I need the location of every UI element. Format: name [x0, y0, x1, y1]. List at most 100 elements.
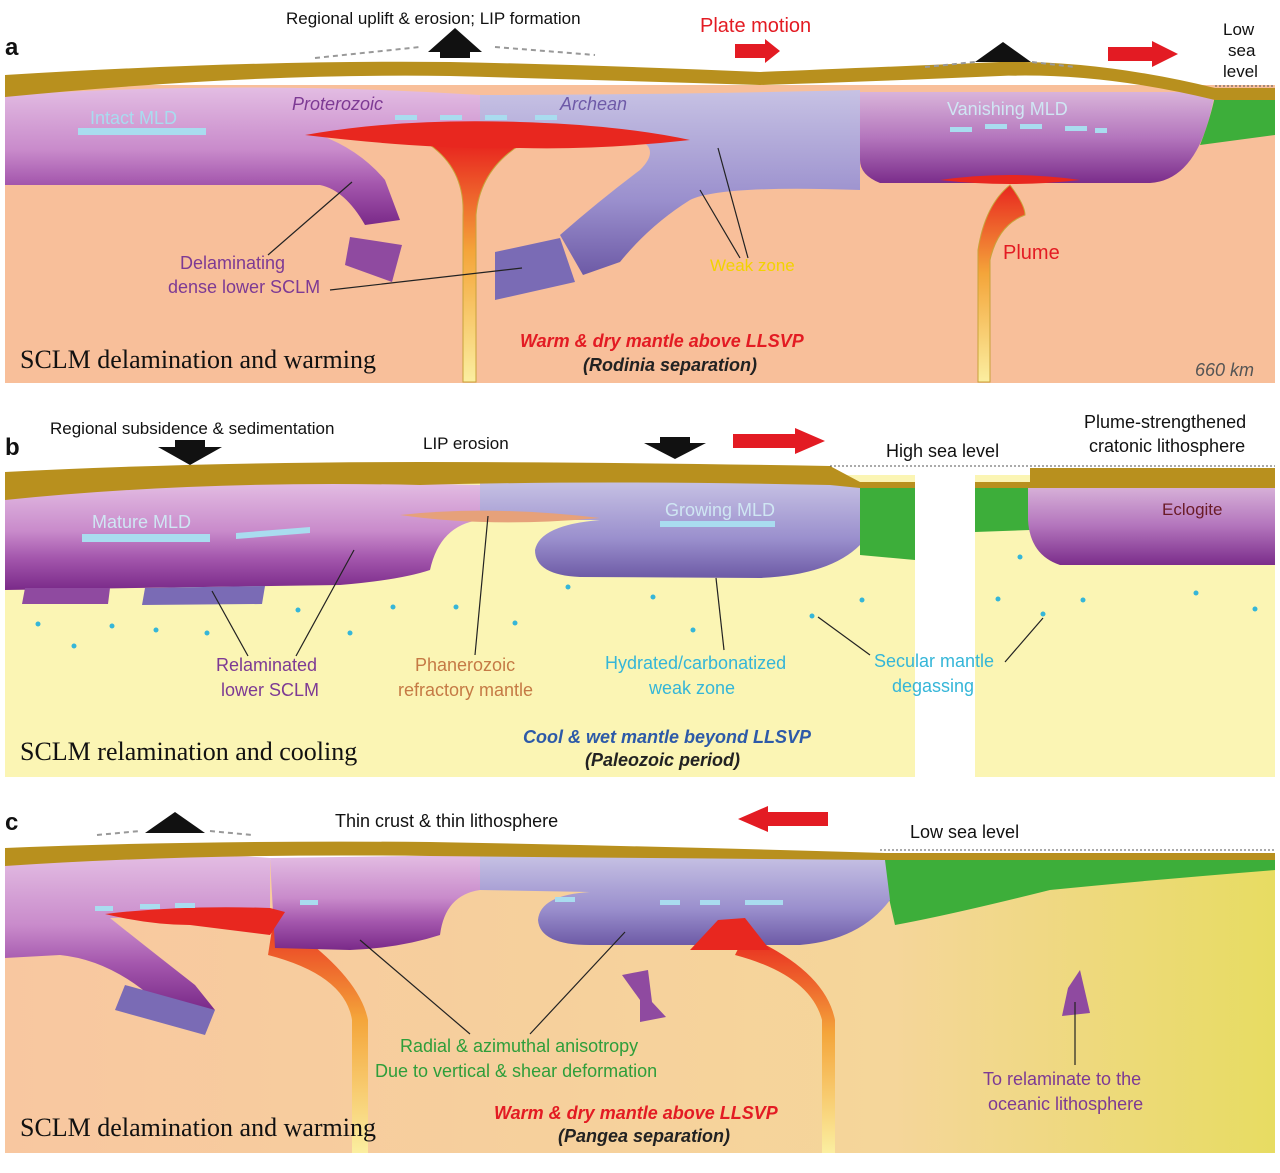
panel-c-caption: SCLM delamination and warming — [20, 1113, 376, 1142]
panel-a-weak-zone: Weak zone — [710, 256, 795, 275]
panel-a-proterozoic-lithosphere — [5, 87, 480, 225]
panel-c-low-sea: Low sea level — [910, 822, 1019, 842]
panel-b-secular-2: degassing — [892, 676, 974, 696]
panel-b-hydrated-2: weak zone — [648, 678, 735, 698]
panel-c-plate-arrow — [738, 806, 828, 832]
panel-b-mantle-1: Cool & wet mantle beyond LLSVP — [523, 727, 812, 747]
panel-b-archean-lithosphere — [480, 480, 860, 578]
panel-a-mld-dashes — [395, 115, 1107, 133]
panel-c-left-lithosphere — [5, 855, 270, 1010]
panel-a-low-sea-1: Low — [1223, 20, 1255, 39]
panel-b-plume-strength-1: Plume-strengthened — [1084, 412, 1246, 432]
panel-c-leaders — [359, 931, 1076, 1065]
panel-b-subsidence-arrow — [158, 440, 222, 465]
panel-c-thin-crust: Thin crust & thin lithosphere — [335, 811, 558, 831]
panel-c-dash-right — [209, 830, 253, 836]
panel-c-mid-lithosphere — [270, 855, 480, 950]
panel-b-lip-erosion: LIP erosion — [423, 434, 509, 453]
panel-c: c Thin crust & thin lithosphere Low sea … — [5, 806, 1275, 1153]
panel-a-delaminating-block-1 — [345, 237, 402, 282]
panel-b-subsidence-arrow-2 — [644, 437, 706, 459]
panel-a-leaders — [267, 147, 749, 291]
panel-a-plume: Plume — [1003, 242, 1060, 264]
panel-c-radial-1: Radial & azimuthal anisotropy — [400, 1036, 638, 1056]
panel-c-mantle-1: Warm & dry mantle above LLSVP — [494, 1103, 779, 1123]
panel-b-high-sea: High sea level — [886, 441, 999, 461]
panel-b-crust-right — [975, 468, 1275, 488]
panel-a-intact-mld: Intact MLD — [90, 108, 177, 128]
panel-b: b Regional subsidence & sedimentation LI… — [5, 412, 1275, 780]
panel-a-uplift-arrow — [428, 28, 482, 58]
panel-c-dash-left — [96, 830, 141, 836]
panel-c-crust — [5, 841, 1275, 866]
panel-b-growing-mld: Growing MLD — [665, 500, 775, 520]
panel-b-plume-strength-2: cratonic lithosphere — [1089, 436, 1245, 456]
panel-a-delaminating-2: dense lower SCLM — [168, 277, 320, 297]
panel-b-relaminated-1: Relaminated — [216, 655, 317, 675]
panel-b-leaders — [211, 515, 1044, 663]
panel-b-oceanic-right — [975, 485, 1030, 532]
panel-a: a Regional uplift & erosion; LIP formati… — [5, 9, 1275, 383]
panel-a-lip-melt — [305, 121, 690, 149]
panel-a-plate-arrow-1 — [735, 39, 780, 63]
panel-a-depth: 660 km — [1195, 360, 1254, 380]
panel-b-relaminated-block-2 — [142, 586, 265, 605]
panel-b-mld-dash — [236, 527, 310, 539]
panel-a-plate-motion: Plate motion — [700, 15, 811, 37]
panel-b-mature-mld: Mature MLD — [92, 512, 191, 532]
panel-b-secular-1: Secular mantle — [874, 651, 994, 671]
panel-c-relaminate-1: To relaminate to the — [983, 1069, 1141, 1089]
panel-b-mantle-2: (Paleozoic period) — [585, 750, 740, 770]
panel-b-plate-arrow — [733, 428, 825, 454]
panel-c-oceanic-plate — [880, 858, 1275, 925]
panel-a-mantle-1: Warm & dry mantle above LLSVP — [520, 331, 805, 351]
panel-a-letter: a — [5, 34, 19, 61]
panel-a-mantle-2: (Rodinia separation) — [583, 355, 757, 375]
panel-b-relaminated-block-1 — [22, 588, 110, 604]
panel-c-radial-2: Due to vertical & shear deformation — [375, 1061, 657, 1081]
panel-a-uplift-label: Regional uplift & erosion; LIP formation — [286, 9, 581, 28]
panel-b-phanerozoic-1: Phanerozoic — [415, 655, 515, 675]
panel-a-archean: Archean — [559, 94, 627, 114]
panel-c-melt-left — [105, 907, 285, 935]
panel-c-archean-lithosphere — [480, 855, 890, 945]
panel-a-dash-right — [494, 46, 596, 56]
panel-a-vanishing-mld: Vanishing MLD — [947, 99, 1068, 119]
panel-c-letter: c — [5, 809, 18, 836]
panel-a-right-lithosphere — [860, 92, 1215, 183]
panel-b-phanerozoic-2: refractory mantle — [398, 680, 533, 700]
panel-a-caption: SCLM delamination and warming — [20, 345, 376, 374]
panel-b-mld-bar — [82, 534, 210, 542]
panel-a-delaminating-block-2 — [495, 238, 575, 300]
panel-c-plume-right — [735, 935, 835, 1153]
panel-a-plume-head — [940, 175, 1080, 184]
panel-c-mantle-2: (Pangea separation) — [558, 1126, 730, 1146]
panel-a-oceanic-plate — [1200, 96, 1275, 145]
panel-b-crust — [5, 462, 915, 500]
panel-b-hydrated-1: Hydrated/carbonatized — [605, 653, 786, 673]
panel-b-right-lithosphere — [1028, 485, 1275, 565]
panel-c-left-slab — [115, 985, 215, 1035]
panel-b-relaminated-2: lower SCLM — [221, 680, 319, 700]
panel-a-proterozoic: Proterozoic — [292, 94, 383, 114]
panel-a-plume-right — [977, 184, 1026, 383]
panel-b-oceanic-left — [860, 485, 915, 560]
panel-a-delaminating-1: Delaminating — [180, 253, 285, 273]
panel-c-block-2 — [1062, 970, 1090, 1016]
panel-a-plate-arrow-2 — [1108, 41, 1178, 67]
panel-c-melt-right — [690, 918, 770, 950]
panel-b-subsidence: Regional subsidence & sedimentation — [50, 419, 334, 438]
panel-a-mld-bar — [78, 128, 206, 135]
panel-b-gap — [915, 470, 975, 780]
panel-a-uplift-arrow-2 — [975, 42, 1031, 62]
panel-a-low-sea-2: sea — [1228, 41, 1256, 60]
panel-c-mld-dashes — [95, 897, 783, 911]
panel-c-relaminate-2: oceanic lithosphere — [988, 1094, 1143, 1114]
panel-c-uplift-arrow — [145, 812, 205, 833]
panel-a-low-sea-3: level — [1223, 62, 1258, 81]
panel-b-letter: b — [5, 434, 20, 461]
panel-a-dash-left — [314, 46, 421, 59]
panel-b-eclogite: Eclogite — [1162, 500, 1222, 519]
panel-b-mld-bar-2 — [660, 521, 775, 527]
